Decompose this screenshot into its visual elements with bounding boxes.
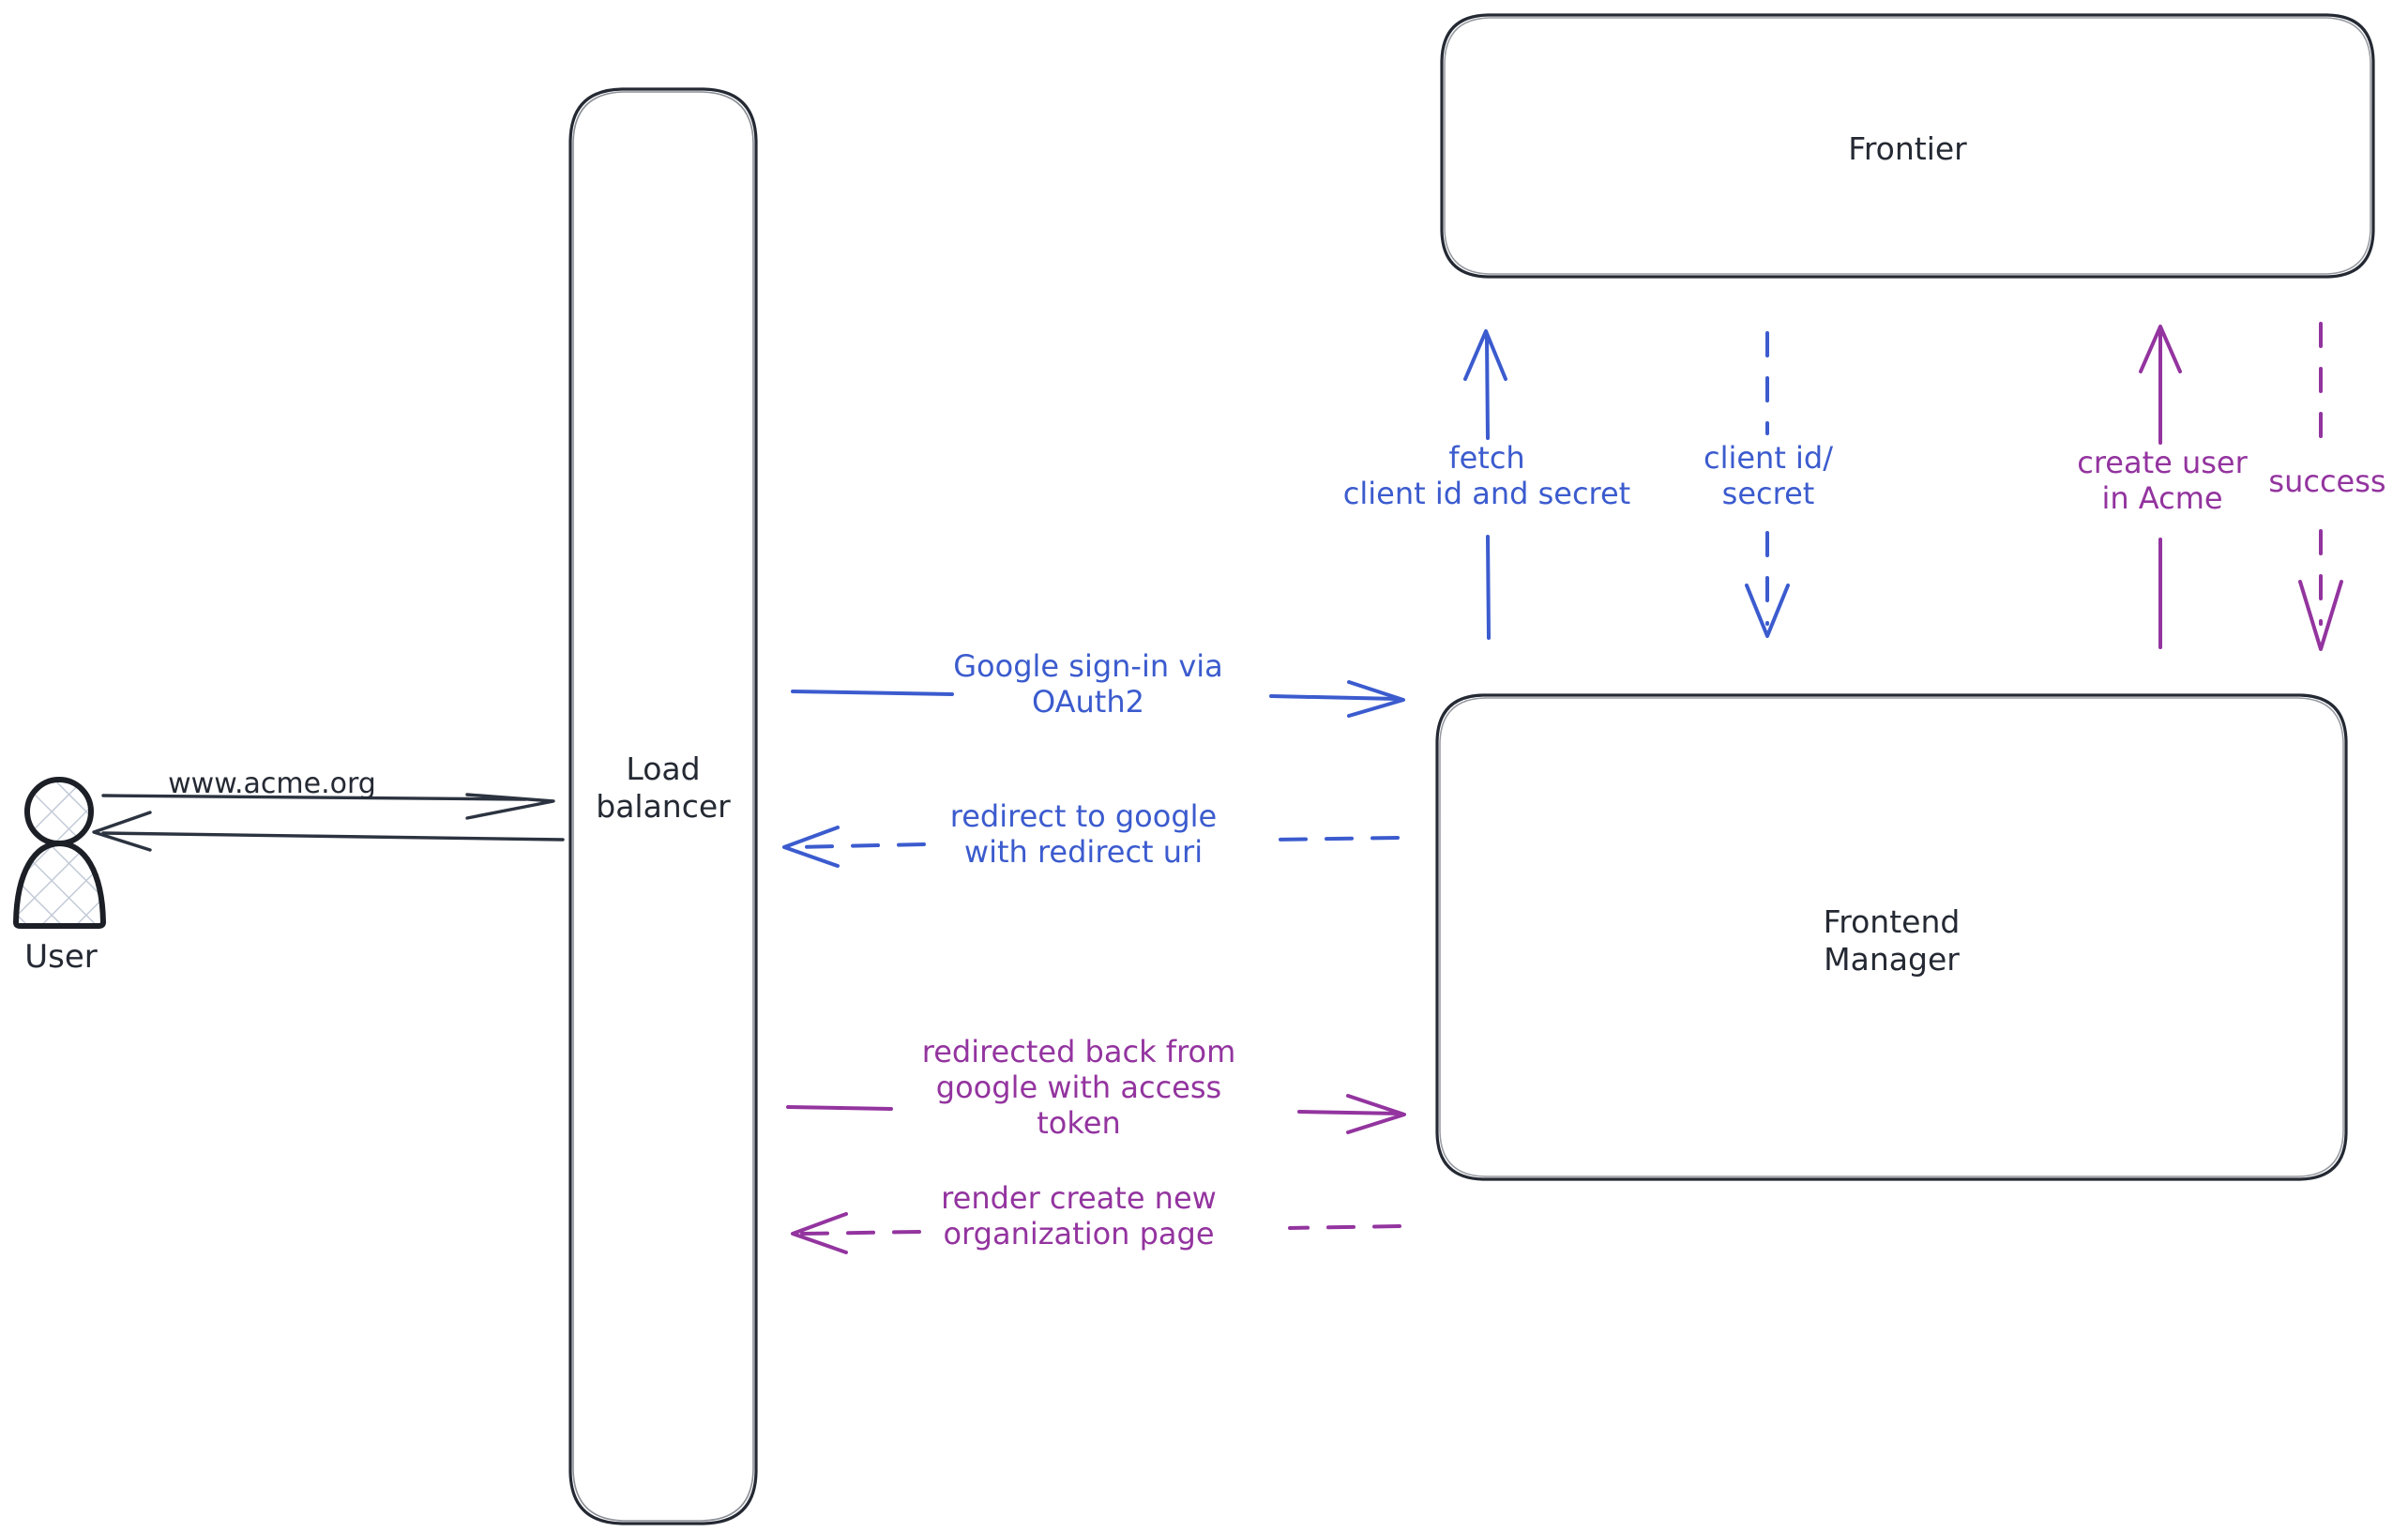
- node-frontier-shape[interactable]: [1440, 13, 2375, 279]
- edge-lb-to-fm-signin-arrow: [791, 680, 1405, 718]
- edge-fm-to-lb-redirect-arrow: [782, 826, 1400, 868]
- node-load-balancer-shape[interactable]: [568, 87, 758, 1525]
- edge-frontier-to-fm-credentials-arrow: [1745, 331, 1790, 638]
- person-icon-head: [24, 777, 94, 846]
- edge-lb-to-user-arrow: [92, 811, 565, 852]
- node-frontend-manager-shape[interactable]: [1435, 693, 2348, 1181]
- edge-fm-to-frontier-fetch-arrow: [1463, 329, 1507, 640]
- edge-frontier-to-fm-success-arrow: [2298, 322, 2343, 651]
- edge-lb-to-fm-token-arrow: [786, 1094, 1406, 1134]
- edge-user-to-lb-arrow: [101, 793, 555, 820]
- person-icon-body: [13, 841, 106, 929]
- edge-fm-to-frontier-create-user-arrow: [2139, 325, 2182, 649]
- edge-fm-to-lb-render-arrow: [791, 1212, 1401, 1254]
- actor-user: [13, 777, 106, 929]
